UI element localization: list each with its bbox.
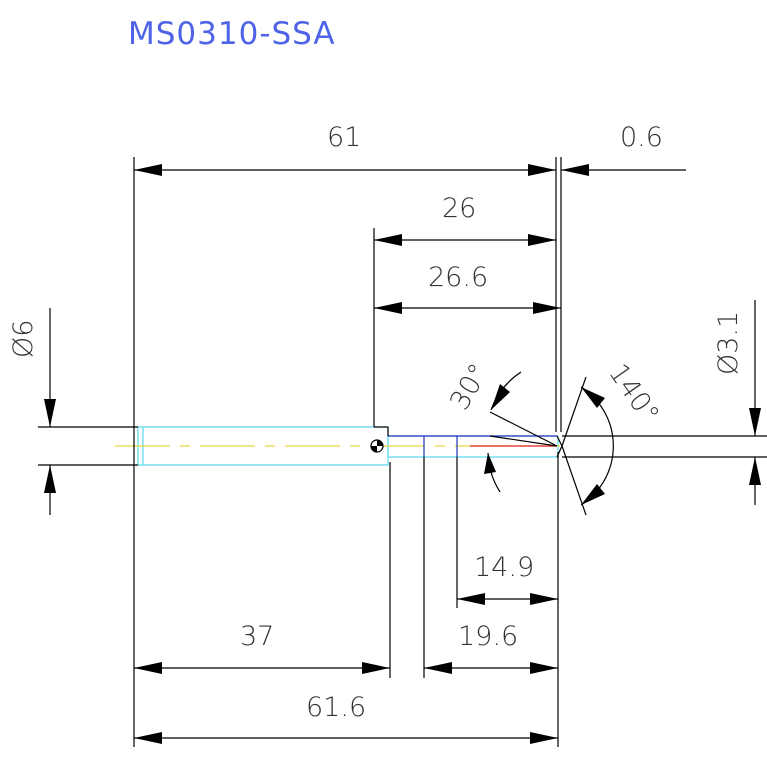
dimension-total-length: 61.6: [134, 692, 558, 744]
svg-text:Ø3.1: Ø3.1: [713, 311, 744, 375]
svg-text:61.6: 61.6: [306, 692, 366, 723]
svg-text:14.9: 14.9: [474, 552, 534, 583]
dimension-point-angle: 140°: [561, 358, 665, 516]
dimension-neck-length-short: 14.9: [457, 552, 558, 605]
svg-text:Ø6: Ø6: [8, 320, 39, 358]
dimension-neck-length-long: 19.6: [424, 621, 558, 674]
tool-outline: [115, 426, 563, 466]
svg-text:26: 26: [442, 193, 476, 224]
svg-text:37: 37: [240, 621, 274, 652]
extension-lines: [38, 157, 767, 747]
dimension-helix-angle: 30°: [444, 359, 558, 493]
dimension-flute-length-total: 26.6: [374, 262, 561, 314]
dimension-overall-length: 61: [134, 122, 556, 176]
dimension-tip-length: 0.6: [561, 122, 686, 176]
dimension-shank-length: 37: [134, 621, 390, 674]
svg-text:61: 61: [327, 122, 361, 153]
svg-text:140°: 140°: [602, 358, 665, 429]
dimension-cutting-diameter: Ø3.1: [713, 300, 761, 505]
svg-text:26.6: 26.6: [428, 262, 488, 293]
svg-text:0.6: 0.6: [620, 122, 663, 153]
part-number-title: MS0310-SSA: [128, 16, 336, 52]
svg-text:30°: 30°: [444, 359, 495, 416]
svg-text:19.6: 19.6: [458, 621, 518, 652]
dimension-shank-diameter: Ø6: [8, 308, 56, 515]
dimension-flute-length: 26: [374, 193, 556, 246]
